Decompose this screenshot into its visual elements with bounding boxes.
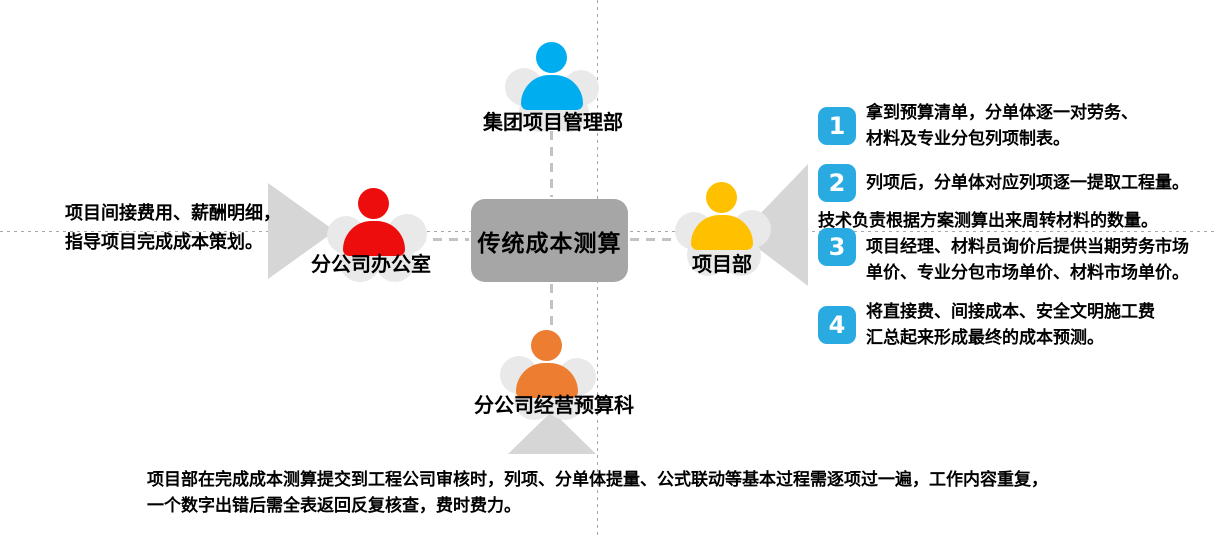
- person-icon: [706, 182, 737, 213]
- connector-bottom: [550, 284, 553, 328]
- connector-right: [630, 238, 692, 241]
- person-icon: [536, 42, 567, 73]
- person-icon: [516, 363, 578, 398]
- person-icon: [521, 75, 583, 110]
- central-process-box: 传统成本测算: [471, 199, 628, 282]
- role-label-left: 分公司办公室: [311, 252, 431, 276]
- step-2-badge: 2: [818, 164, 856, 202]
- step-3-badge: 3: [818, 228, 856, 266]
- person-branch-office: [327, 188, 427, 284]
- role-label-right: 项目部: [692, 252, 752, 276]
- left-note: 项目间接费用、薪酬明细， 指导项目完成成本策划。: [65, 199, 281, 257]
- person-group-project-management: [505, 42, 601, 138]
- step-item-2: 2 列项后，分单体对应列项逐一提取工程量。: [818, 164, 1189, 202]
- role-label-bottom: 分公司经营预算科: [474, 393, 634, 417]
- person-branch-budget-section: [500, 330, 596, 426]
- connector-top: [550, 131, 553, 197]
- person-icon: [531, 330, 562, 361]
- left-note-line: 指导项目完成成本策划。: [65, 232, 263, 253]
- role-label-top: 集团项目管理部: [483, 110, 623, 134]
- person-project-department: [675, 182, 771, 278]
- step-item-1: 1 拿到预算清单，分单体逐一对劳务、 材料及专业分包列项制表。: [818, 100, 1138, 152]
- person-icon: [691, 215, 753, 250]
- central-process-label: 传统成本测算: [477, 230, 622, 257]
- step-4-badge: 4: [818, 306, 856, 344]
- step-4-text: 将直接费、间接成本、安全文明施工费 汇总起来形成最终的成本预测。: [866, 302, 1155, 348]
- person-icon: [358, 188, 389, 219]
- left-note-line: 项目间接费用、薪酬明细，: [65, 203, 281, 224]
- bottom-note-line: 一个数字出错后需全表返回反复核查，费时费力。: [147, 496, 521, 516]
- person-icon: [343, 221, 405, 256]
- bottom-note: 项目部在完成成本测算提交到工程公司审核时，列项、分单体提量、公式联动等基本过程需…: [147, 467, 1048, 519]
- step-item-4: 4 将直接费、间接成本、安全文明施工费 汇总起来形成最终的成本预测。: [818, 299, 1155, 351]
- bottom-note-line: 项目部在完成成本测算提交到工程公司审核时，列项、分单体提量、公式联动等基本过程需…: [147, 470, 1048, 490]
- step-1-badge: 1: [818, 107, 856, 145]
- step-item-3: 3 技术负责根据方案测算出来周转材料的数量。 项目经理、材料员询价后提供当期劳务…: [818, 208, 1189, 286]
- step-2-text: 列项后，分单体对应列项逐一提取工程量。: [866, 173, 1189, 193]
- connector-left: [401, 238, 469, 241]
- step-1-text: 拿到预算清单，分单体逐一对劳务、 材料及专业分包列项制表。: [866, 103, 1138, 149]
- step-3-text: 技术负责根据方案测算出来周转材料的数量。 项目经理、材料员询价后提供当期劳务市场…: [818, 211, 1189, 283]
